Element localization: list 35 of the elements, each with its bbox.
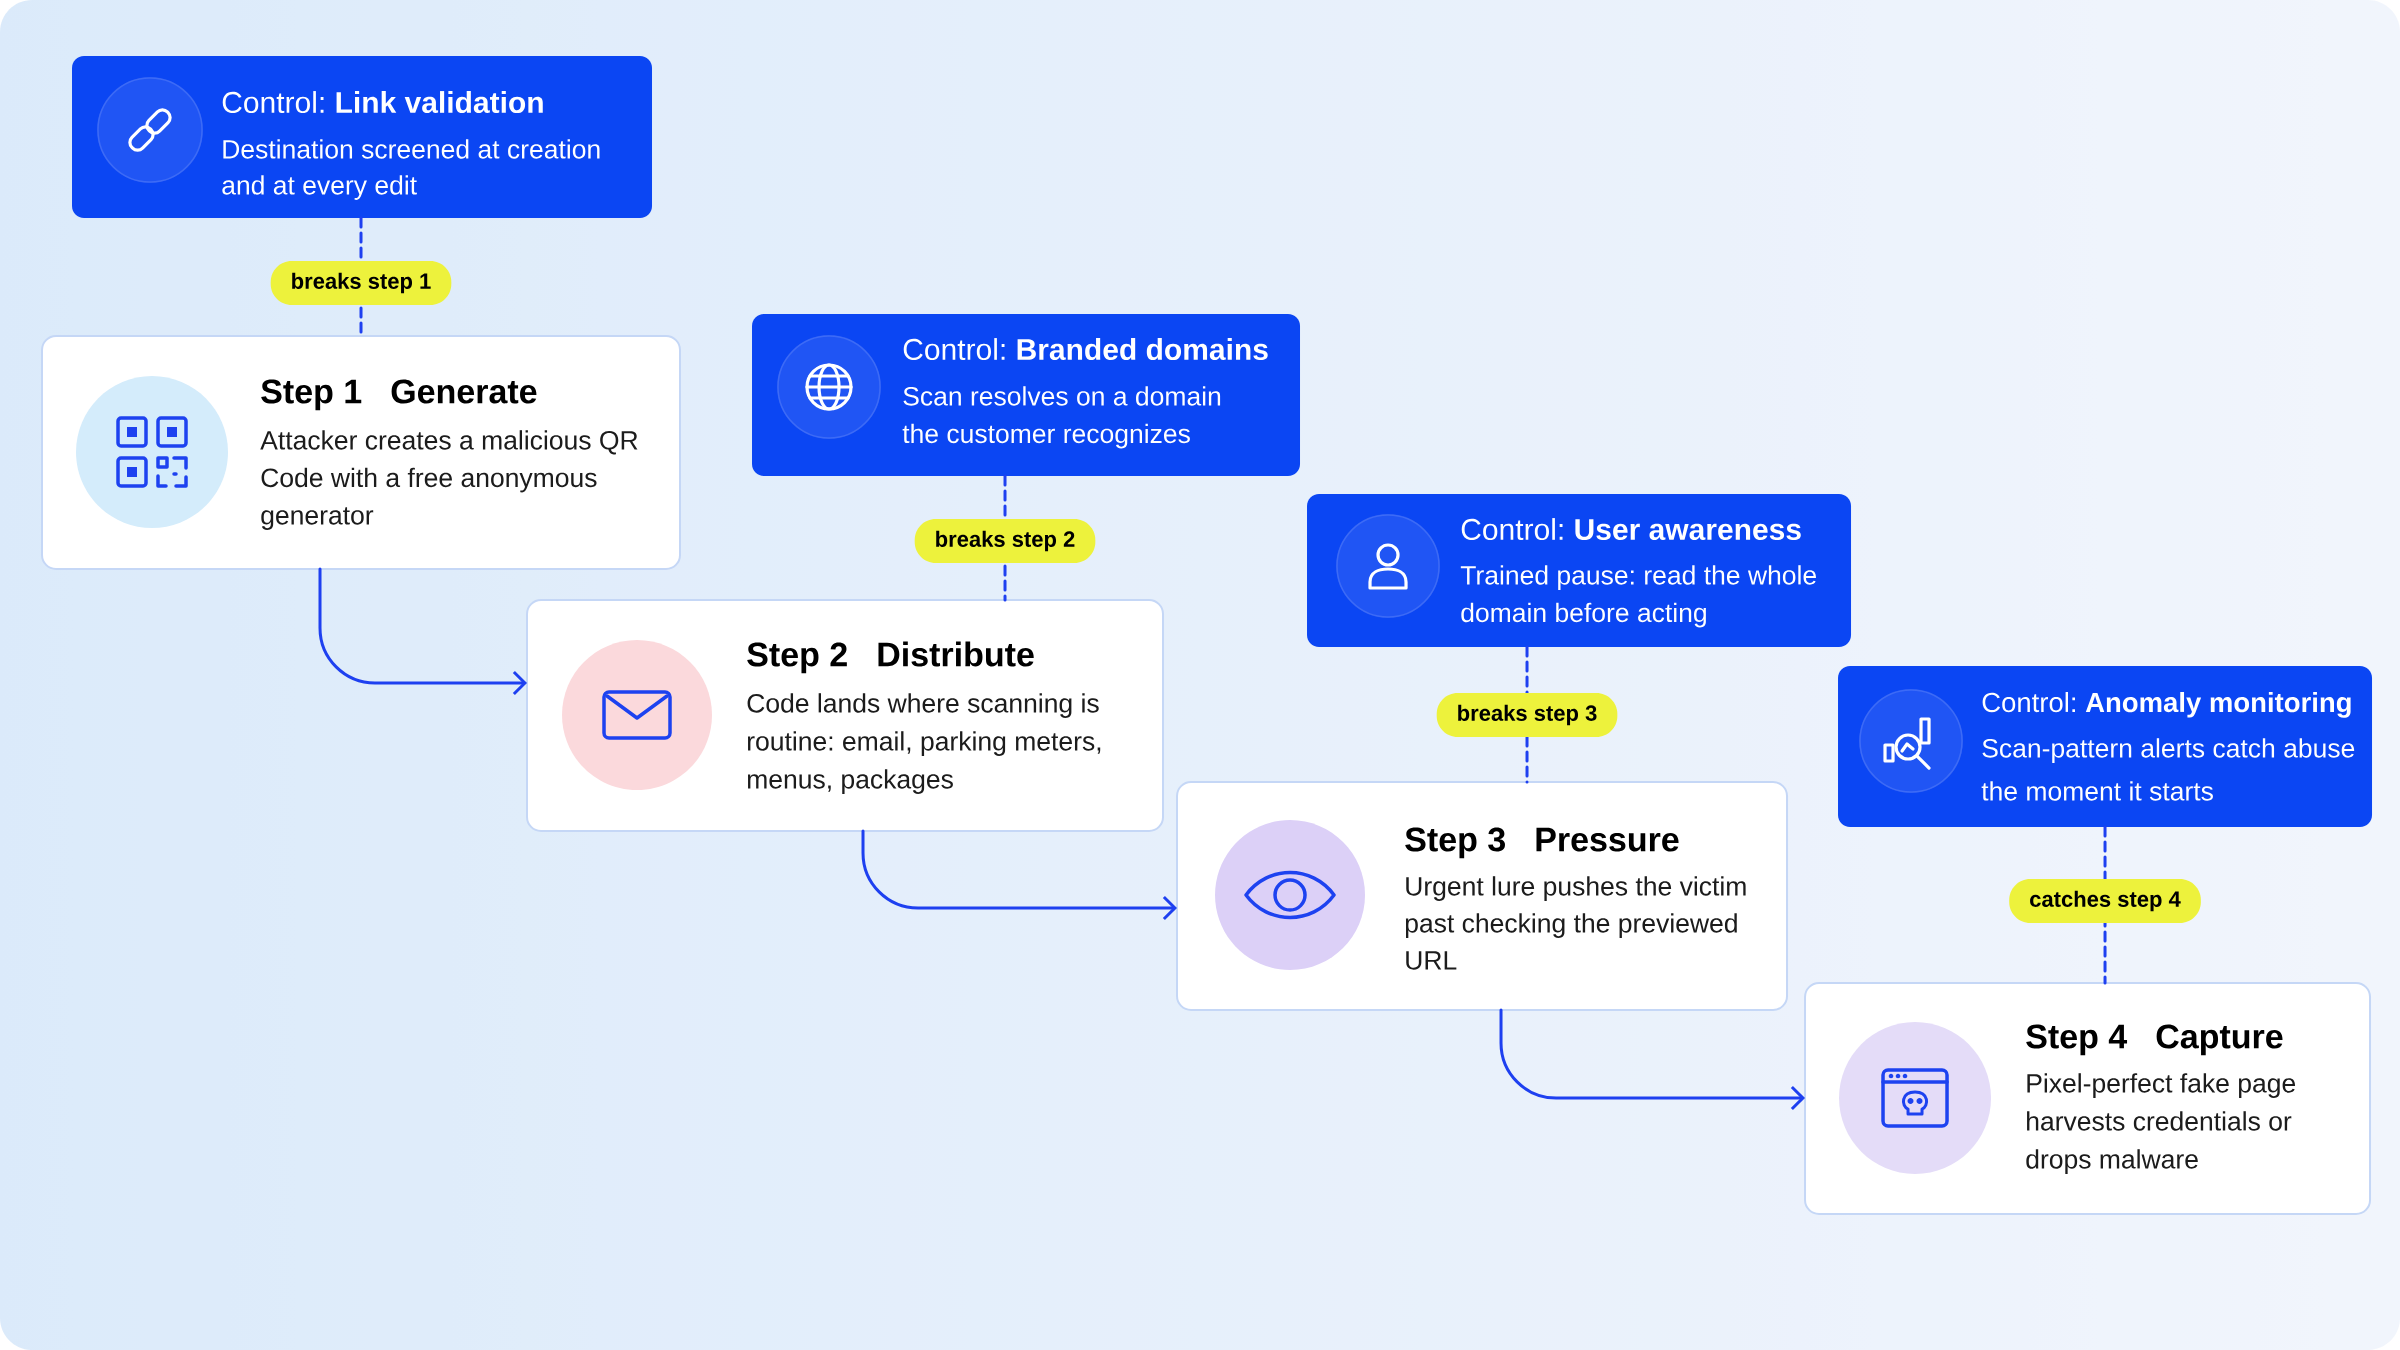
edge-label: breaks step 3 (1436, 693, 1618, 737)
step-number: Step 1 (261, 379, 362, 411)
step-title: Capture (2156, 1024, 2283, 1056)
control-card (1838, 666, 2373, 827)
step-card (1804, 982, 2372, 1215)
control-title: Control: Link validation (222, 91, 543, 114)
step-title: Generate (391, 379, 537, 404)
control-title: Control: Branded domains (903, 338, 1268, 361)
step-card (41, 335, 681, 570)
step-number: Step 4 (2026, 1024, 2128, 1056)
edge-label: breaks step 2 (914, 519, 1096, 563)
step-number: Step 2 (747, 642, 847, 674)
step-description: Attacker creates a malicious QR Code with a free anonymous generator (260, 430, 638, 530)
step-description: Urgent lure pushes the victim past checking the previewed URL (1405, 876, 1746, 970)
curved-arrow (318, 567, 527, 696)
step-description: Code lands where scanning is routine: email, parking meters, menus, packages (747, 693, 1101, 794)
control-title: Control: Anomaly monitoring (1982, 692, 2351, 718)
curved-arrow (1499, 1008, 1806, 1111)
step-description: Pixel-perfect fake page harvests credentials or drops malware (2026, 1073, 2296, 1174)
control-card (72, 56, 652, 218)
control-description: Scan-pattern alerts catch abuse the moment it starts (1981, 738, 2355, 801)
edge-label: catches step 4 (2009, 879, 2201, 923)
control-description: Destination screened at creation and at every edit (222, 139, 600, 200)
step-card (1176, 781, 1788, 1011)
curved-arrow (861, 829, 1178, 921)
control-description: Trained pause: read the whole domain before acting (1460, 565, 1816, 628)
step-number: Step 3 (1405, 827, 1505, 859)
control-card (1307, 494, 1851, 647)
step-card (526, 599, 1164, 832)
step-title: Pressure (1536, 827, 1679, 852)
control-card (752, 314, 1300, 476)
step-title: Distribute (878, 641, 1034, 667)
control-description: Scan resolves on a domain the customer recognizes (902, 386, 1221, 449)
control-title: Control: User awareness (1461, 518, 1801, 541)
edge-label: breaks step 1 (270, 261, 452, 305)
